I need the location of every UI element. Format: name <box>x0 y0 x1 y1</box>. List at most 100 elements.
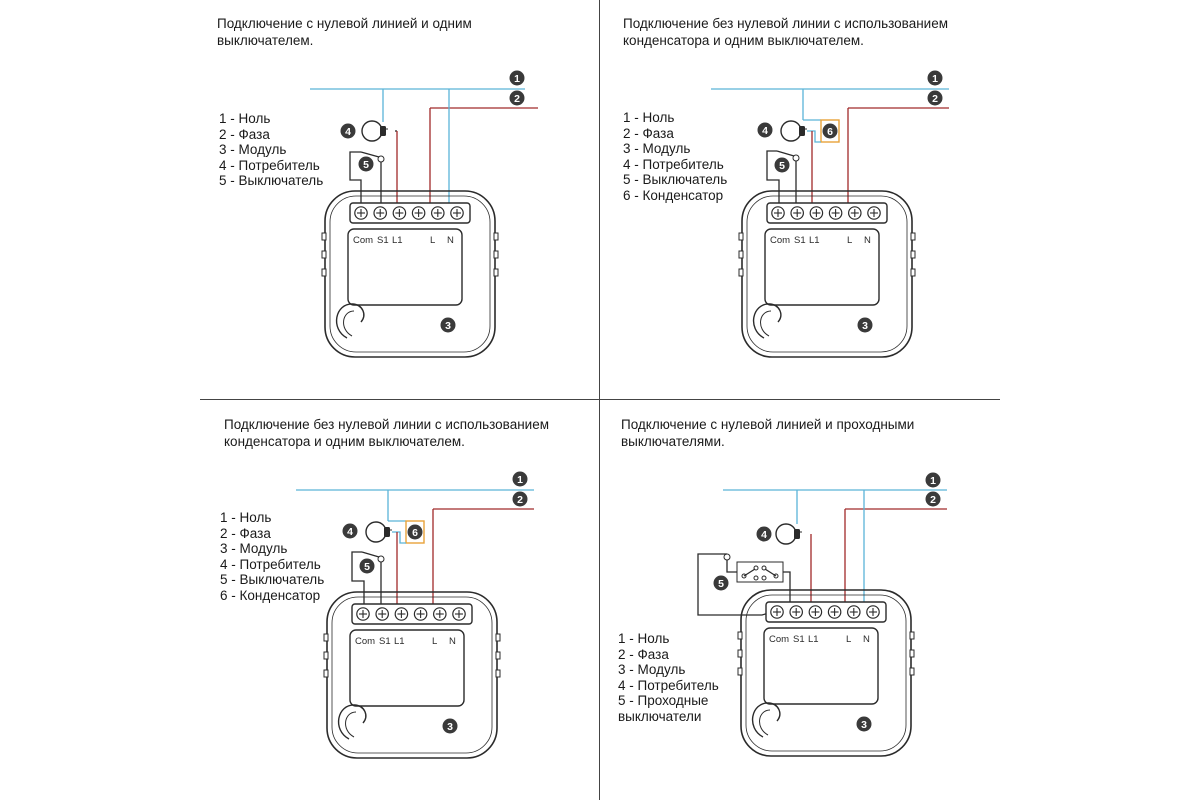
module-side-clip <box>493 268 499 277</box>
switch-badge: 5 <box>359 558 375 574</box>
bulb-glass <box>361 120 383 142</box>
bulb-base <box>384 527 390 537</box>
panel-4-legend-item: выключатели <box>618 708 702 724</box>
switch-badge: 5 <box>774 157 790 173</box>
antenna-hook-inner <box>343 310 355 337</box>
switch-lever <box>361 551 380 558</box>
module-badge-label: 3 <box>861 719 867 731</box>
neutral-badge: 1 <box>927 70 943 86</box>
neutral-badge-circle <box>927 70 943 86</box>
terminal-label-l: L <box>846 634 851 645</box>
module-side-clip <box>495 651 501 660</box>
panel-4-legend-item: 1 - Ноль <box>618 631 670 646</box>
terminal-label-s1: S1 <box>377 235 389 246</box>
module-side-clip <box>737 667 743 676</box>
switch-wire-to-s1 <box>783 571 791 612</box>
module-side-clip <box>909 631 915 640</box>
phase-badge: 2 <box>925 491 941 507</box>
module-badge: 3 <box>440 317 456 333</box>
load-badge-circle <box>342 523 358 539</box>
module-badge: 3 <box>442 718 458 734</box>
bulb-icon <box>365 521 392 543</box>
phase-badge-circle <box>512 491 528 507</box>
module-side-clip <box>321 250 327 259</box>
switch-badge-circle <box>713 575 729 591</box>
load-badge-label: 4 <box>347 526 353 538</box>
phase-badge: 2 <box>927 90 943 106</box>
panel-2-legend-item: 3 - Модуль <box>623 141 691 156</box>
panel-2-legend-item: 6 - Конденсатор <box>623 187 724 203</box>
neutral-badge: 1 <box>925 472 941 488</box>
neutral-badge-circle <box>512 471 528 487</box>
panel-1-legend: 1 - Ноль 2 - Фаза 3 - Модуль 4 - Потреби… <box>219 111 323 189</box>
switch-lever <box>764 568 777 577</box>
load-badge-circle <box>340 123 356 139</box>
capacitor-to-load <box>807 130 821 143</box>
switch-badge-label: 5 <box>718 578 724 590</box>
panel-4-title-line-1: Подключение с нулевой линией и проходным… <box>621 417 915 432</box>
neutral-badge-circle <box>509 70 525 86</box>
terminal-label-com: Com <box>770 235 790 246</box>
module-side-clip <box>738 250 744 259</box>
switch-lever <box>743 568 756 577</box>
switch-badge-label: 5 <box>363 159 369 171</box>
load-badge: 4 <box>342 523 358 539</box>
terminal-label-s1: S1 <box>379 636 391 647</box>
terminal-label-n: N <box>449 636 456 647</box>
module-housing-inner <box>331 596 493 754</box>
neutral-badge-label: 1 <box>517 474 523 486</box>
panel-3-legend-item: 2 - Фаза <box>220 525 271 541</box>
switch-badge-circle <box>358 156 374 172</box>
antenna-hook <box>335 303 365 339</box>
phase-badge-label: 2 <box>517 494 523 506</box>
load-badge-circle <box>757 122 773 138</box>
capacitor-badge-label: 6 <box>827 126 833 138</box>
panel-4-title: Подключение с нулевой линией и проходным… <box>621 416 1001 450</box>
load-badge-label: 4 <box>761 529 767 541</box>
switch-contact <box>723 553 731 561</box>
load-badge-label: 4 <box>762 125 768 137</box>
antenna-hook-inner <box>345 711 357 738</box>
switch-badge-label: 5 <box>779 160 785 172</box>
phase-badge-circle <box>925 491 941 507</box>
capacitor-to-load <box>392 531 406 544</box>
panel-1-legend-item: 5 - Выключатель <box>219 173 324 188</box>
panel-3-title-line-1: Подключение без нулевой линии с использо… <box>224 417 549 432</box>
module-badge: 3 <box>857 317 873 333</box>
panel-4-legend-item: 5 - Проходные <box>618 693 709 708</box>
module-side-clip <box>495 669 501 678</box>
module-side-clip <box>738 232 744 241</box>
module-side-clip <box>910 232 916 241</box>
bulb-icon <box>775 523 802 545</box>
phase-badge-label: 2 <box>514 93 520 105</box>
phase-badge-circle <box>509 90 525 106</box>
module-badge-label: 3 <box>862 320 868 332</box>
bulb-icon <box>780 120 807 142</box>
panel-4-title-line-2: выключателями. <box>621 434 725 449</box>
panel-1-legend-item: 3 - Модуль <box>219 142 287 157</box>
panel-1-title-line-2: выключателем. <box>217 33 314 48</box>
module-label-window <box>347 228 463 306</box>
terminal-label-com: Com <box>355 636 375 647</box>
panel-4-legend-item: 4 - Потребитель <box>618 677 719 693</box>
switch-badge-circle <box>359 558 375 574</box>
switch-lever <box>360 151 380 158</box>
switch-lever <box>776 150 795 157</box>
switch-badge-circle <box>774 157 790 173</box>
panel-4-legend-item: 2 - Фаза <box>618 646 669 662</box>
switch-contact <box>753 575 759 581</box>
module-side-clip <box>323 651 329 660</box>
terminal-label-n: N <box>864 235 871 246</box>
panel-3-title-line-2: конденсатора и одним выключателем. <box>224 434 465 449</box>
load-badge-circle <box>756 526 772 542</box>
panel-2-legend: 1 - Ноль 2 - Фаза 3 - Модуль 4 - Потреби… <box>623 110 727 203</box>
neutral-badge-label: 1 <box>932 73 938 85</box>
terminal-label-l1: L1 <box>392 235 403 246</box>
antenna-hook <box>337 704 367 740</box>
panel-1-legend-item: 4 - Потребитель <box>219 157 320 173</box>
module-side-clip <box>909 667 915 676</box>
module-badge-circle <box>442 718 458 734</box>
bulb-base <box>380 126 386 136</box>
switch-badge: 5 <box>713 575 729 591</box>
capacitor-badge-label: 6 <box>412 527 418 539</box>
